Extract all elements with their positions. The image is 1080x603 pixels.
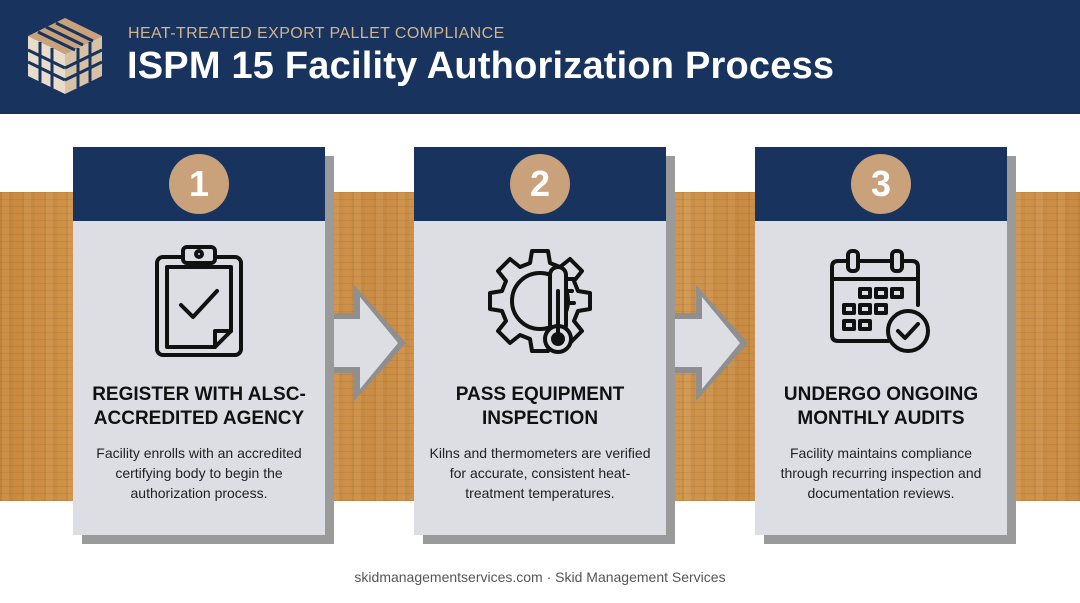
step-card-2: 2 PASS EQUIPMENT INSPECTION Kilns and th… [414,147,666,535]
pallet-logo-icon [27,18,103,94]
gear-thermometer-icon [488,249,592,354]
step-title-line: PASS EQUIPMENT [455,384,625,405]
calendar-check-icon [830,249,930,353]
step-title-line: INSPECTION [481,408,599,429]
step-title-line: UNDERGO ONGOING [783,384,979,405]
step-title: PASS EQUIPMENT INSPECTION [422,383,658,431]
step-title-line: ACCREDITED AGENCY [93,408,305,429]
step-title-line: REGISTER WITH ALSC- [92,384,306,405]
step-card-header: 2 [414,147,666,221]
page-title: ISPM 15 Facility Authorization Process [127,45,835,87]
step-number-badge: 3 [851,154,911,214]
step-description: Facility maintains compliance through re… [780,445,982,501]
clipboard-check-icon [155,245,243,357]
step-card-1: 1 REGISTER WITH ALSC- ACCREDITED AGENCY … [73,147,325,535]
step-title: REGISTER WITH ALSC- ACCREDITED AGENCY [81,383,317,431]
header-banner: HEAT-TREATED EXPORT PALLET COMPLIANCE IS… [0,0,1080,114]
arrow-right-icon [322,285,406,401]
step-card-header: 1 [73,147,325,221]
arrow-right-icon [664,285,748,401]
step-card-header: 3 [755,147,1007,221]
step-description: Facility enrolls with an accredited cert… [96,445,302,501]
step-number-badge: 1 [169,154,229,214]
header-subtitle: HEAT-TREATED EXPORT PALLET COMPLIANCE [128,25,505,42]
step-number-badge: 2 [510,154,570,214]
footer-credit: skidmanagementservices.com · Skid Manage… [354,569,726,585]
step-card-3: 3 UNDERGO ONGOING MONTHLY AUDITS Facilit… [755,147,1007,535]
step-description: Kilns and thermometers are verified for … [429,445,651,501]
step-title-line: MONTHLY AUDITS [797,408,965,429]
step-title: UNDERGO ONGOING MONTHLY AUDITS [763,383,999,431]
